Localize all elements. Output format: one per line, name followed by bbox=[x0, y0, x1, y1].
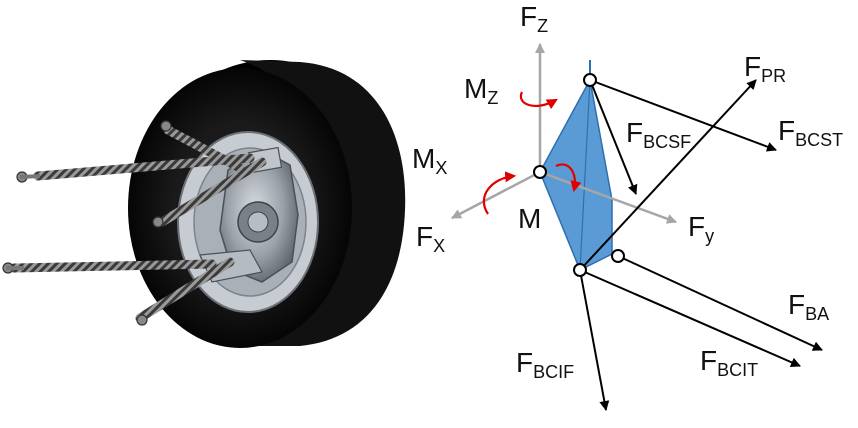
label-fbcit: FBCIT bbox=[700, 345, 758, 380]
label-fx: FX bbox=[416, 221, 445, 256]
rod-end-lower-rear bbox=[136, 314, 148, 326]
label-fbcsf: FBCSF bbox=[626, 117, 691, 152]
moment-m-arc bbox=[555, 163, 582, 193]
force-fpr-line bbox=[579, 79, 757, 271]
upright-edge bbox=[579, 79, 591, 271]
rod-end-steering bbox=[152, 216, 164, 228]
axis-y bbox=[539, 170, 677, 224]
label-fbcst: FBCST bbox=[778, 115, 843, 150]
upright-shape bbox=[539, 77, 613, 272]
hub-center bbox=[247, 211, 269, 233]
label-m: M bbox=[518, 203, 541, 234]
joint-lower-right bbox=[611, 249, 625, 263]
free-body-diagram: FZ MZ MX M FX Fy FPR FBCSF FBCST FBA FBC bbox=[412, 1, 843, 411]
label-fba: FBA bbox=[788, 289, 829, 324]
joint-lower-left bbox=[573, 263, 587, 277]
wheel-assembly-render bbox=[2, 60, 406, 348]
joint-top bbox=[583, 73, 597, 87]
suspension-arms bbox=[2, 120, 267, 326]
label-fz: FZ bbox=[520, 1, 548, 36]
moment-mx-arc bbox=[482, 171, 517, 215]
label-fpr: FPR bbox=[744, 51, 786, 86]
force-fbcif-line bbox=[579, 269, 610, 411]
upper-rear-arm bbox=[163, 125, 245, 173]
joint-center bbox=[533, 165, 547, 179]
axis-x bbox=[451, 170, 541, 220]
force-fbcit-line bbox=[579, 269, 801, 367]
force-fbcst-line bbox=[589, 79, 777, 152]
lower-front-arm bbox=[9, 259, 217, 273]
label-fbcif: FBCIF bbox=[516, 347, 574, 382]
rod-end-upper-rear bbox=[160, 120, 172, 132]
steering-arm bbox=[157, 157, 267, 227]
upper-front-arm bbox=[33, 153, 255, 181]
label-mx: MX bbox=[412, 143, 447, 178]
label-fy: Fy bbox=[688, 211, 714, 246]
label-mz: MZ bbox=[464, 73, 498, 108]
force-fba-line bbox=[617, 255, 823, 351]
force-fbcsf-line bbox=[589, 79, 638, 195]
lower-rear-arm bbox=[135, 257, 235, 323]
tire-tread bbox=[240, 60, 406, 346]
moment-mz-arc bbox=[519, 91, 558, 110]
